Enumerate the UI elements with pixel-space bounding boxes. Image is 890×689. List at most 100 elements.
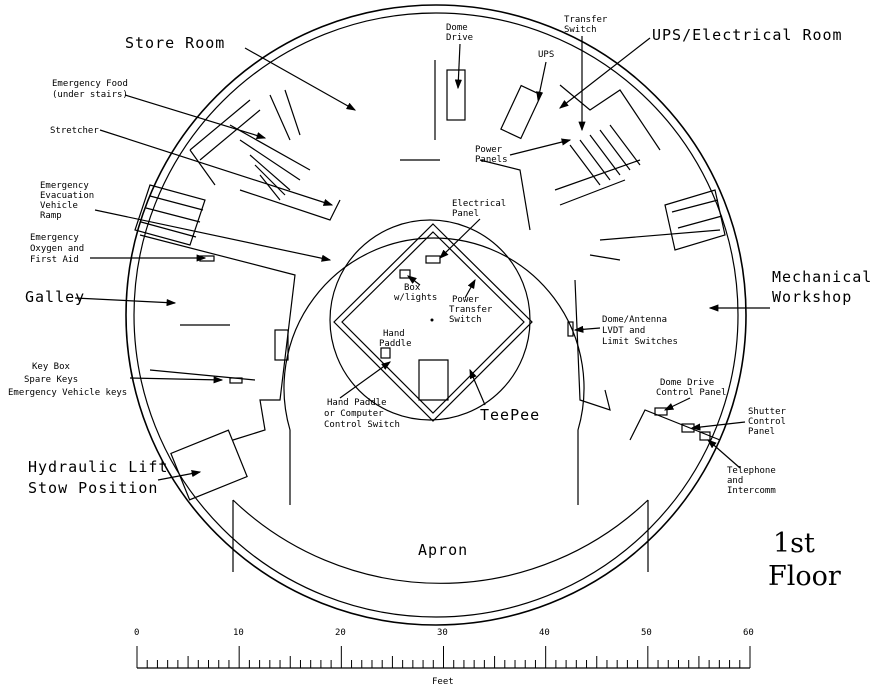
arrow-power-panels [509,138,572,156]
arrow-ups-room [559,37,651,109]
floor-title-1: 1st [773,528,815,559]
key-box-label-3: Emergency Vehicle keys [8,388,127,398]
galley-label: Galley [25,288,85,306]
evac-label-4: Ramp [40,211,62,221]
electrical-panel-box [425,255,441,264]
arrow-limit-switches [573,325,601,333]
ups-room-walls [554,84,721,261]
teepee-label: TeePee [480,406,540,424]
hydraulic-lift-box [170,429,248,501]
arrow-shutter-panel [690,421,746,431]
stair-left [229,124,311,201]
limit-switches-label-2: LVDT and [602,326,645,336]
leader-lines [74,36,770,481]
apron-label: Apron [418,541,468,559]
arrow-emergency-food [124,94,267,139]
box-lights [399,269,411,279]
telephone-label-2: and [727,476,743,486]
arrow-telephone [707,439,741,469]
arrow-hand-paddle-switch [339,361,391,399]
hydraulic-label-1: Hydraulic Lift [28,458,168,476]
dome-drive-label-1: Dome [446,23,468,33]
arrow-power-transfer [464,278,476,299]
mechanical-label-2: Workshop [772,288,852,306]
electrical-panel-label-2: Panel [452,209,479,219]
shutter-panel-label-3: Panel [748,427,775,437]
teepee-inner-diamond [341,231,525,414]
evac-label-1: Emergency [40,181,89,191]
ups-box [500,84,542,140]
electrical-panel-label-1: Electrical [452,199,506,209]
key-box-label-2: Spare Keys [24,375,78,385]
box-lights-label-2: w/lights [394,293,437,303]
arrow-evac [94,209,332,262]
dome-drive-panel-label-2: Control Panel [656,388,726,398]
shutter-panel-label-2: Control [748,417,786,427]
telephone-box [699,431,711,441]
arrow-ups [536,61,547,102]
floor-title-2: Floor [768,561,841,592]
oxygen-label-2: Oxygen and [30,244,84,254]
arrow-stretcher [99,129,334,206]
hand-paddle-box [380,347,391,359]
scale-label-50: 50 [641,628,652,638]
scale-label-40: 40 [539,628,550,638]
power-transfer-label-2: Transfer [449,305,493,315]
dome-drive-box [446,69,466,121]
evac-label-3: Vehicle [40,201,78,211]
telephone-label-3: Intercomm [727,486,776,496]
transfer-switch-label-2: Switch [564,25,597,35]
hand-paddle-label-1: Hand [383,329,405,339]
arrow-teepee [469,368,486,406]
power-transfer-label-1: Power [452,295,480,305]
galley-walls [139,234,296,441]
limit-switches-label-3: Limit Switches [602,337,678,347]
scale-label-20: 20 [335,628,346,638]
oxygen-label-3: First Aid [30,255,79,265]
stair-right [569,124,641,186]
arrow-box-lights [407,275,421,286]
ups-label: UPS [538,50,554,60]
power-panels-label-1: Power [475,145,503,155]
oxygen-label-1: Emergency [30,233,79,243]
scale-label-10: 10 [233,628,244,638]
dome-drive-wall [400,60,531,231]
center-point [430,318,434,322]
arrow-hydraulic [157,470,202,481]
dome-drive-panel-box [654,407,668,416]
scale-label-60: 60 [743,628,754,638]
hand-paddle-label-2: Paddle [379,339,412,349]
shutter-panel-label-1: Shutter [748,407,787,417]
mechanical-walls [574,279,721,441]
key-box [229,377,243,384]
power-transfer-label-3: Switch [449,315,482,325]
ramp-right [664,189,726,251]
limit-switches-label-1: Dome/Antenna [602,315,667,325]
hand-paddle-switch-label-3: Control Switch [324,420,400,430]
emergency-food-label-2: (under stairs) [52,90,128,100]
ramp-left [134,184,206,246]
galley-appliance [274,329,289,361]
scale-label-30: 30 [437,628,448,638]
power-panels-label-2: Panels [475,155,508,165]
arrow-dome-drive-panel [663,397,691,411]
pier-ring [329,219,531,421]
store-room-walls [189,89,341,221]
dome-drive-panel-label-1: Dome Drive [660,378,714,388]
ups-room-label: UPS/Electrical Room [652,26,843,44]
store-room-label: Store Room [125,34,225,52]
arrow-store-room [244,47,357,111]
mechanical-label-1: Mechanical [772,268,872,286]
transfer-switch-label-1: Transfer [564,15,608,25]
arrow-dome-drive [454,43,462,90]
apron-outline [232,499,649,584]
inner-ring-wall [283,237,585,505]
hydraulic-label-2: Stow Position [28,479,158,497]
stretcher-label: Stretcher [50,126,99,136]
teepee-diamond [333,223,533,422]
dome-drive-label-2: Drive [446,33,473,43]
arrow-galley [74,297,177,307]
hand-paddle-switch-label-1: Hand Paddle [327,398,387,408]
telephone-label-1: Telephone [727,466,776,476]
